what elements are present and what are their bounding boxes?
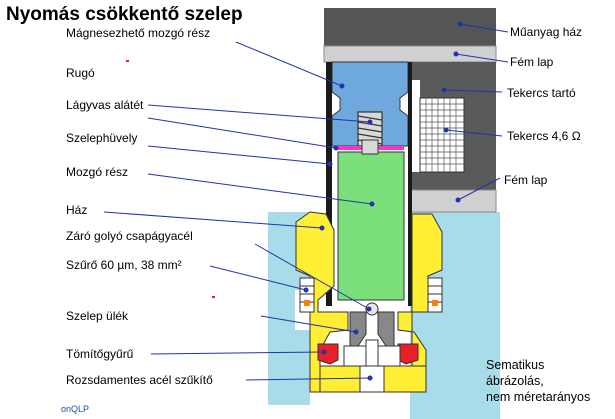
label-magnetizable: Mágnesezhető mozgó rész [66,26,211,40]
label-closing-ball: Záró golyó csapágyacél [66,229,193,243]
coil-grid [420,98,464,172]
leader-lines [103,21,509,381]
label-coil-holder: Tekercs tartó [507,86,576,100]
label-metal-plate-top: Fém lap [510,55,554,69]
valve-sleeve-left [326,62,332,306]
filter-detail-left [304,300,310,306]
schematic-note: Sematikus ábrázolás, nem méretarányos [486,357,590,405]
filter-detail-right [432,300,438,306]
label-housing: Ház [66,203,88,217]
metal-plate-bottom [409,189,497,213]
note-line-2: ábrázolás, [486,374,544,388]
filter-screens [299,277,443,313]
footer-logo-text: onQLP [61,404,90,414]
label-moving-part: Mozgó rész [66,165,129,179]
plastic-housing [324,8,496,46]
moving-part-pin [361,139,379,155]
valve-seat-right [377,311,395,347]
diagram-title: Nyomás csökkentő szelep [6,4,243,25]
moving-part [337,151,405,301]
red-mark-2 [212,296,215,298]
housing-left [295,211,349,393]
valve-sleeve-right [408,62,412,306]
label-seal-ring: Tömítőgyűrű [66,347,134,361]
note-line-1: Sematikus [486,358,545,372]
label-valve-seat: Szelep ülék [66,309,129,323]
label-sleeve: Szelephüvely [66,131,138,145]
label-coil: Tekercs 4,6 Ω [507,129,581,143]
note-line-3: nem méretarányos [486,390,591,404]
label-filter: Szűrő 60 µm, 38 mm² [66,258,182,272]
valve-seat [349,311,367,347]
label-metal-plate-bottom: Fém lap [504,173,548,187]
seal-ring-right [397,343,419,365]
label-throttle: Rozsdamentes acél szűkítő [66,373,213,387]
base-body-lower-left [268,330,310,405]
metal-plate-top [323,45,497,63]
label-soft-iron-washer: Lágyvas alátét [66,98,144,112]
label-spring: Rugó [66,66,95,80]
seal-ring-left [317,343,339,365]
coil [419,97,465,173]
closing-ball [365,302,379,316]
label-plastic-housing: Műanyag ház [510,25,583,39]
red-mark-1 [126,60,129,62]
